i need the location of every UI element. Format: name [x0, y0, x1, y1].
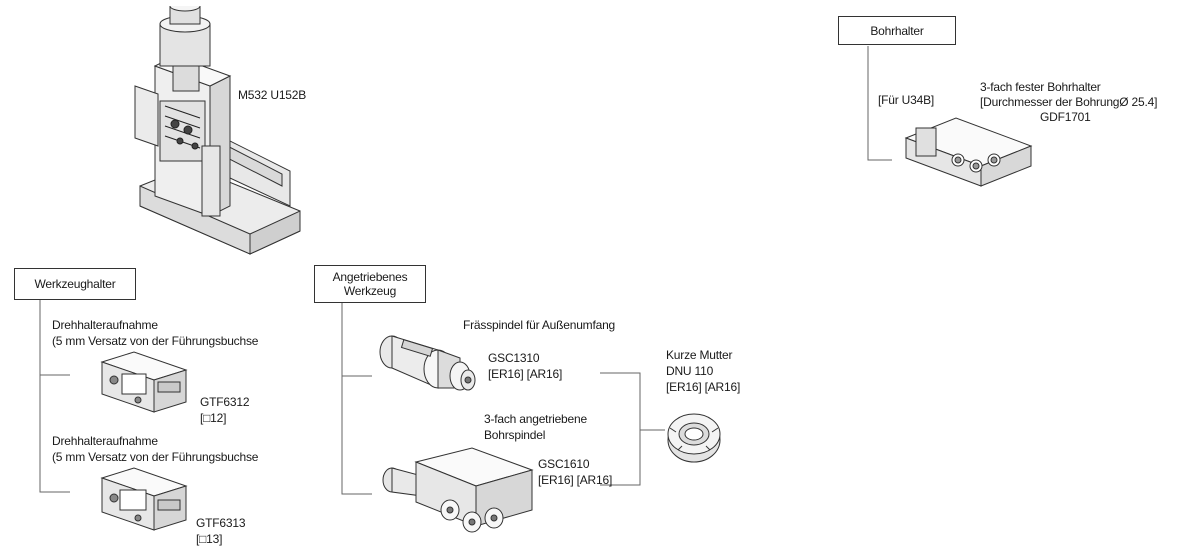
driven-tool-item-2-name-line1: 3-fach angetriebene — [484, 412, 587, 426]
tool-holder-item-2-code: GTF6313 — [196, 516, 246, 530]
machine-illustration — [134, 6, 301, 255]
driven-tool-item-2-code: GSC1610 — [538, 457, 590, 471]
triple-drilling-spindle-illustration — [382, 447, 534, 533]
driven-tool-item-1-code: GSC1310 — [488, 351, 540, 365]
milling-spindle-illustration — [379, 335, 476, 391]
short-nut-illustration — [667, 413, 721, 463]
turning-holder-illustration-1 — [100, 351, 188, 413]
boring-holder-for-model: [Für U34B] — [878, 93, 935, 107]
tool-holder-item-1-note: (5 mm Versatz von der Führungsbuchse — [52, 334, 259, 348]
turning-holder-illustration-2 — [100, 467, 188, 531]
boring-holder-item-name: 3-fach fester Bohrhalter — [980, 80, 1101, 94]
tool-holder-item-2-name: Drehhalteraufnahme — [52, 434, 158, 448]
driven-tool-header-line1: Angetriebenes — [332, 270, 408, 284]
nut-name: Kurze Mutter — [666, 348, 733, 362]
driven-tool-item-1-name: Frässpindel für Außenumfang — [463, 318, 616, 332]
tool-holder-item-1-code: GTF6312 — [200, 395, 250, 409]
nut-collets: [ER16] [AR16] — [666, 380, 741, 394]
driven-tool-header-line2: Werkzeug — [343, 284, 397, 298]
boring-holder-item-spec: [Durchmesser der BohrungØ 25.4] — [980, 95, 1158, 109]
driven-tool-item-2-name-line2: Bohrspindel — [484, 428, 546, 442]
driven-tool-item-2-collets: [ER16] [AR16] — [538, 473, 613, 487]
boring-holder-illustration — [904, 117, 1033, 187]
driven-tool-item-1-collets: [ER16] [AR16] — [488, 367, 563, 381]
tool-holder-item-2-note: (5 mm Versatz von der Führungsbuchse — [52, 450, 259, 464]
boring-holder-header: Bohrhalter — [838, 16, 956, 45]
tool-holder-item-2-size: [□13] — [196, 532, 223, 546]
machine-model-label: M532 U152B — [238, 88, 307, 102]
tool-holder-item-1-name: Drehhalteraufnahme — [52, 318, 158, 332]
tool-holder-item-1-size: [□12] — [200, 411, 227, 425]
boring-holder-item-code: GDF1701 — [1040, 110, 1091, 124]
nut-code: DNU 110 — [666, 364, 714, 378]
driven-tool-header: Angetriebenes Werkzeug — [314, 265, 426, 303]
tool-holder-header: Werkzeughalter — [14, 268, 136, 300]
